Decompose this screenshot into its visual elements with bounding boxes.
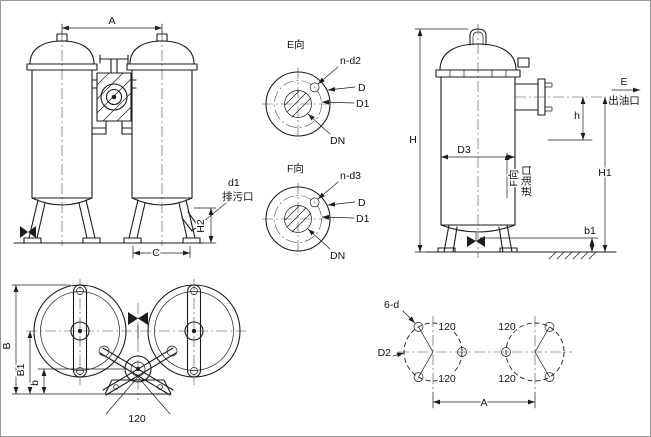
d2-callout: D2 [376,346,405,361]
drain-stub [181,211,199,232]
dim-b-label: B [1,342,13,349]
handwheel-icon [100,83,128,111]
top-dim-b-small: b [28,368,125,394]
vent-plug-icon [517,57,530,68]
front-dim-a: A [61,14,163,34]
view-f-label: F向 [287,162,304,175]
drain-dim-label: d1 [228,177,240,189]
foot-dim-a-label: A [480,397,487,409]
right-bolt-circle [505,322,565,382]
front-dim-c: C [132,246,191,261]
angle-label-tr: 120 [498,321,516,333]
bolt-spec-label: 6-d [384,299,399,311]
front-dim-h2: H2 [194,207,217,244]
inlet-port-label: 进油口 [520,165,533,197]
dim-d3-label: D3 [457,144,471,156]
front-left-vessel [20,33,101,244]
dim-a-label: A [108,15,115,27]
left-bolt-circle [403,322,463,382]
foot-bolt-layout: 6-d D2 120 120 120 120 A [376,298,572,411]
drain-port-callout: d1 排污口 [197,176,255,227]
dim-h-small-label: h [574,110,580,122]
outlet-callout: E 出油口 [607,75,642,109]
angle-label-tl: 120 [438,321,456,333]
dim-h-label: H [409,134,417,146]
top-right-filter [147,284,241,378]
side-dim-b1: b1 [479,224,599,252]
changeover-valve [91,54,137,135]
flange-view-e: E向 n-d2 D D1 DN [262,37,371,149]
dim-h2-label: H2 [195,219,207,233]
right-bolt-holes [501,322,555,382]
flange-e-d1-label: D1 [356,98,370,110]
top-piping [98,345,178,396]
side-view: D3 H E 出油口 h F向 进油口 H1 [408,24,642,260]
inlet-callout: F向 进油口 [504,152,535,199]
top-angle-label: 120 [128,413,146,425]
drain-port-label: 排污口 [222,190,254,203]
flange-e-dn-label: DN [330,135,345,147]
bolt-hole-icon [309,197,320,208]
foot-dim-a: A [432,391,536,411]
flange-view-f: F向 n-d3 D D1 DN [262,161,371,264]
flange-f-d-label: D [358,197,366,209]
top-dim-b1: B1 [14,331,33,394]
dim-b1-label: B1 [15,363,27,376]
side-dim-h1: H1 [597,97,613,252]
top-angle-120: 120 [105,376,171,427]
top-dim-b: B [0,284,105,395]
angle-label-br: 120 [498,373,516,385]
dim-b-small-label: b [29,380,41,386]
side-vessel [435,28,530,253]
left-bolt-holes [413,322,467,382]
view-e-label: E向 [287,38,305,51]
flange-e-bolt-label: n-d2 [340,55,361,67]
outlet-port-label: 出油口 [608,94,640,107]
inlet-dir-label: F向 [507,170,520,187]
side-dim-h-total: H [408,28,469,253]
bolt-spec-callout: 6-d [383,298,416,324]
dim-h1-label: H1 [598,167,612,179]
flange-e-d-label: D [358,82,366,94]
flange-f-bolt-label: n-d3 [340,170,361,182]
top-left-filter [33,284,127,378]
lifting-lug-icon [469,28,487,46]
dim-c-label: C [152,247,160,259]
front-view-centerlines [61,31,163,246]
bolt-hole-icon [309,82,320,93]
dim-d2-label: D2 [378,347,392,359]
outlet-dir-label: E [620,76,627,88]
top-view: 120 B B1 b [0,279,248,427]
dim-b1-label: b1 [584,225,596,237]
side-dim-d3: D3 [441,143,515,160]
front-view: A d1 排污口 H2 C [13,14,255,261]
flange-f-dn-label: DN [330,250,345,262]
angle-label-bl: 120 [438,373,456,385]
side-dim-h-small: h [547,97,593,141]
top-base-plate [104,379,172,395]
ground-hatch [548,251,597,260]
flange-f-d1-label: D1 [356,213,370,225]
top-valve [128,312,148,341]
